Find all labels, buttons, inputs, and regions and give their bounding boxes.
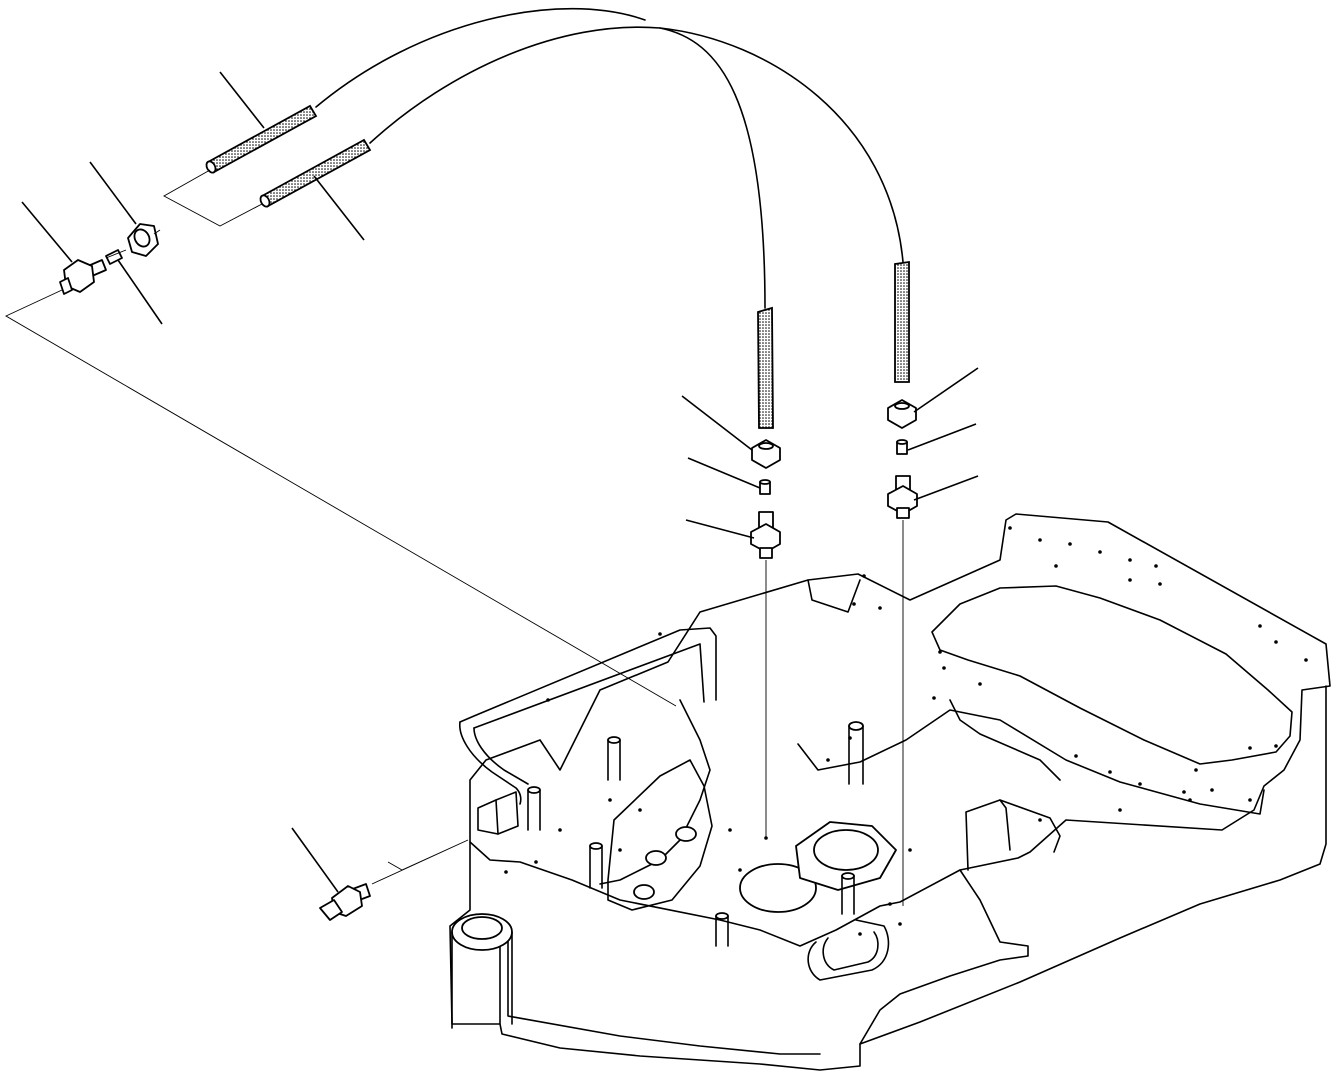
hose-sleeve-upper: [205, 104, 318, 174]
hose-sleeve-right-vertical: [894, 260, 910, 383]
frame-posts: [527, 721, 864, 947]
leader-lines: [21, 71, 979, 893]
nut-fitting-left: [751, 439, 781, 469]
nut-fitting-right: [887, 399, 917, 429]
adapter-fitting-upper-left: [59, 259, 107, 295]
bolt-holes: [504, 526, 1308, 936]
nut-fitting-upper-left: [127, 223, 159, 257]
sleeve-fitting-right: [896, 439, 908, 455]
sleeve-fitting-left: [759, 479, 771, 495]
hose-lines: [315, 7, 904, 309]
machine-frame: [449, 513, 1331, 1071]
adapter-fitting-left: [750, 511, 781, 559]
hose-sleeve-lower: [259, 138, 372, 208]
plug-fitting-lower-left: [319, 883, 371, 921]
hose-sleeve-left-vertical: [757, 306, 774, 429]
projection-lines: [5, 169, 904, 906]
adapter-fitting-right: [887, 475, 918, 519]
